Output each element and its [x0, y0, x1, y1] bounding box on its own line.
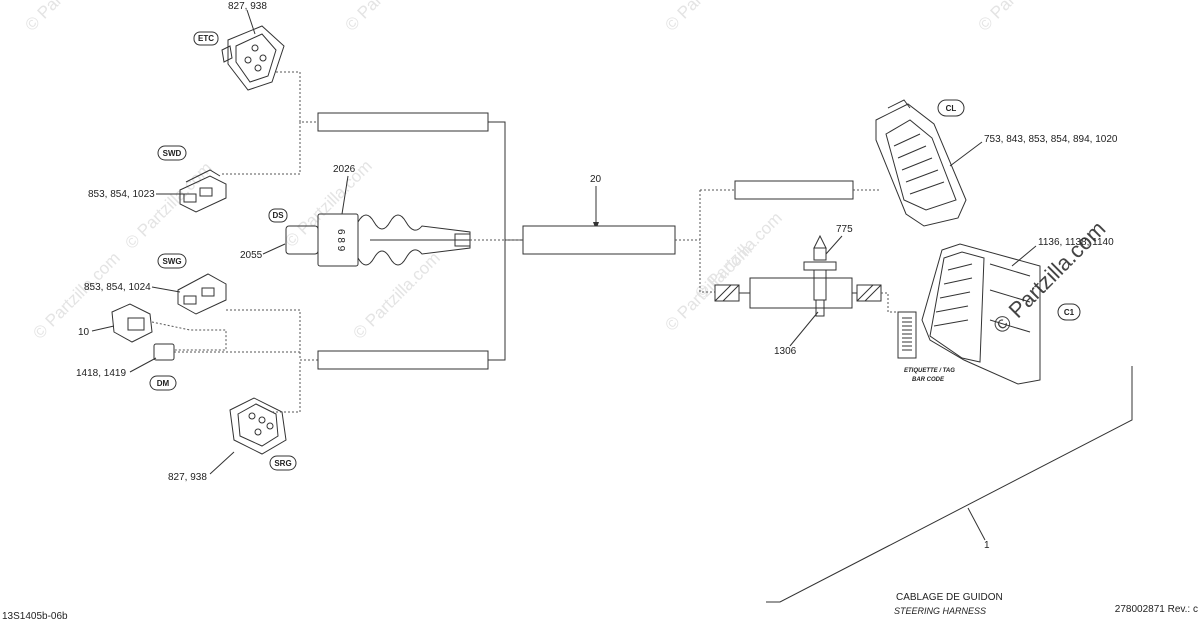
revision-label: 278002871 Rev.: c	[1115, 604, 1198, 615]
dm-connector	[153, 343, 175, 361]
swd-parts-callout: 853, 854, 1023	[88, 189, 155, 200]
c1-wire	[881, 292, 898, 313]
etc-tag: ETC	[198, 34, 214, 43]
swg-parts-callout: 853, 854, 1024	[84, 282, 151, 293]
swg-connector	[177, 273, 227, 315]
part-1-callout: 1	[984, 540, 990, 551]
diagram-subtitle: STEERING HARNESS	[894, 606, 986, 616]
swg-wire	[226, 309, 318, 361]
bracket-frame	[766, 366, 1133, 603]
cl-tag-pill	[937, 99, 965, 117]
etc-parts-callout: 827, 938	[228, 1, 267, 12]
tag-label-line1: ETIQUETTE / TAG	[904, 368, 955, 374]
cl-connector	[875, 99, 967, 227]
harness-main-box	[522, 225, 676, 255]
etc-wire	[276, 71, 318, 123]
part-1306-callout: 1306	[774, 346, 797, 357]
part-775-callout: 775	[836, 224, 853, 235]
ds-part-left-callout: 2055	[240, 250, 263, 261]
dm-tag-pill	[149, 375, 177, 391]
srg-wire	[272, 360, 301, 413]
watermark: © Partzilla.com	[29, 248, 123, 342]
c1-parts-callout: 1136, 1138, 1140	[1038, 237, 1114, 248]
harness-box-right-upper	[734, 180, 854, 200]
ds-body-digits: 6 8 9	[335, 229, 346, 252]
watermark-dark: © Partzilla.com	[988, 216, 1111, 339]
tag-label-line2: BAR CODE	[912, 377, 945, 383]
c1-tag: C1	[1064, 308, 1075, 317]
part-10-callout: 10	[78, 327, 90, 338]
branch-top-left	[488, 121, 523, 241]
watermark: © Partzilla.com	[661, 0, 755, 35]
ds-tag-pill	[268, 208, 288, 223]
cl-parts-callout: 753, 843, 853, 854, 894, 1020	[984, 134, 1118, 145]
right-branch-spine	[699, 190, 715, 293]
part-10-switch	[111, 303, 153, 343]
c1-tag-pill	[1057, 303, 1081, 321]
swd-tag-pill	[157, 145, 187, 161]
cl-tag: CL	[946, 104, 957, 113]
ds-sensor	[285, 213, 471, 267]
harness-box-bottom-left	[317, 350, 489, 370]
tape-right	[856, 284, 882, 302]
ds-part-top-callout: 2026	[333, 164, 356, 175]
swd-connector	[179, 169, 227, 213]
tape-left	[714, 284, 740, 302]
dm-parts-callout: 1418, 1419	[76, 368, 126, 379]
srg-connector	[229, 397, 287, 455]
dm-tag: DM	[157, 379, 170, 388]
swg-tag: SWG	[162, 257, 181, 266]
etc-connector	[221, 25, 285, 91]
etc-tag-pill	[193, 31, 219, 46]
c1-connector	[921, 243, 1041, 385]
swd-tag: SWD	[163, 149, 182, 158]
srg-tag: SRG	[274, 459, 291, 468]
watermark: © Partzilla.com	[281, 156, 375, 250]
watermark: © Partzilla.com	[21, 0, 115, 35]
part-775-fitting	[803, 234, 837, 317]
branch-bottom-left	[488, 240, 506, 361]
part-10-wire	[151, 321, 227, 351]
swg-tag-pill	[157, 253, 187, 269]
barcode-label	[897, 311, 917, 359]
watermark: © Partzilla.com	[349, 248, 443, 342]
drawing-id: 13S1405b-06b	[2, 611, 68, 622]
harness-box-right-lower	[749, 277, 853, 309]
swd-wire	[222, 122, 301, 175]
harness-box-top-left	[317, 112, 489, 132]
srg-tag-pill	[269, 455, 297, 471]
center-20-callout: 20	[590, 174, 602, 185]
diagram-title: CABLAGE DE GUIDON	[896, 592, 1003, 603]
ds-tag: DS	[272, 211, 284, 220]
watermark: © Partzilla.com	[974, 0, 1068, 35]
srg-parts-callout: 827, 938	[168, 472, 207, 483]
watermark: © Partzilla.com	[121, 158, 215, 252]
watermark-layer: © Partzilla.com © Partzilla.com © Partzi…	[21, 0, 1110, 343]
watermark: © Partzilla.com	[341, 0, 435, 35]
